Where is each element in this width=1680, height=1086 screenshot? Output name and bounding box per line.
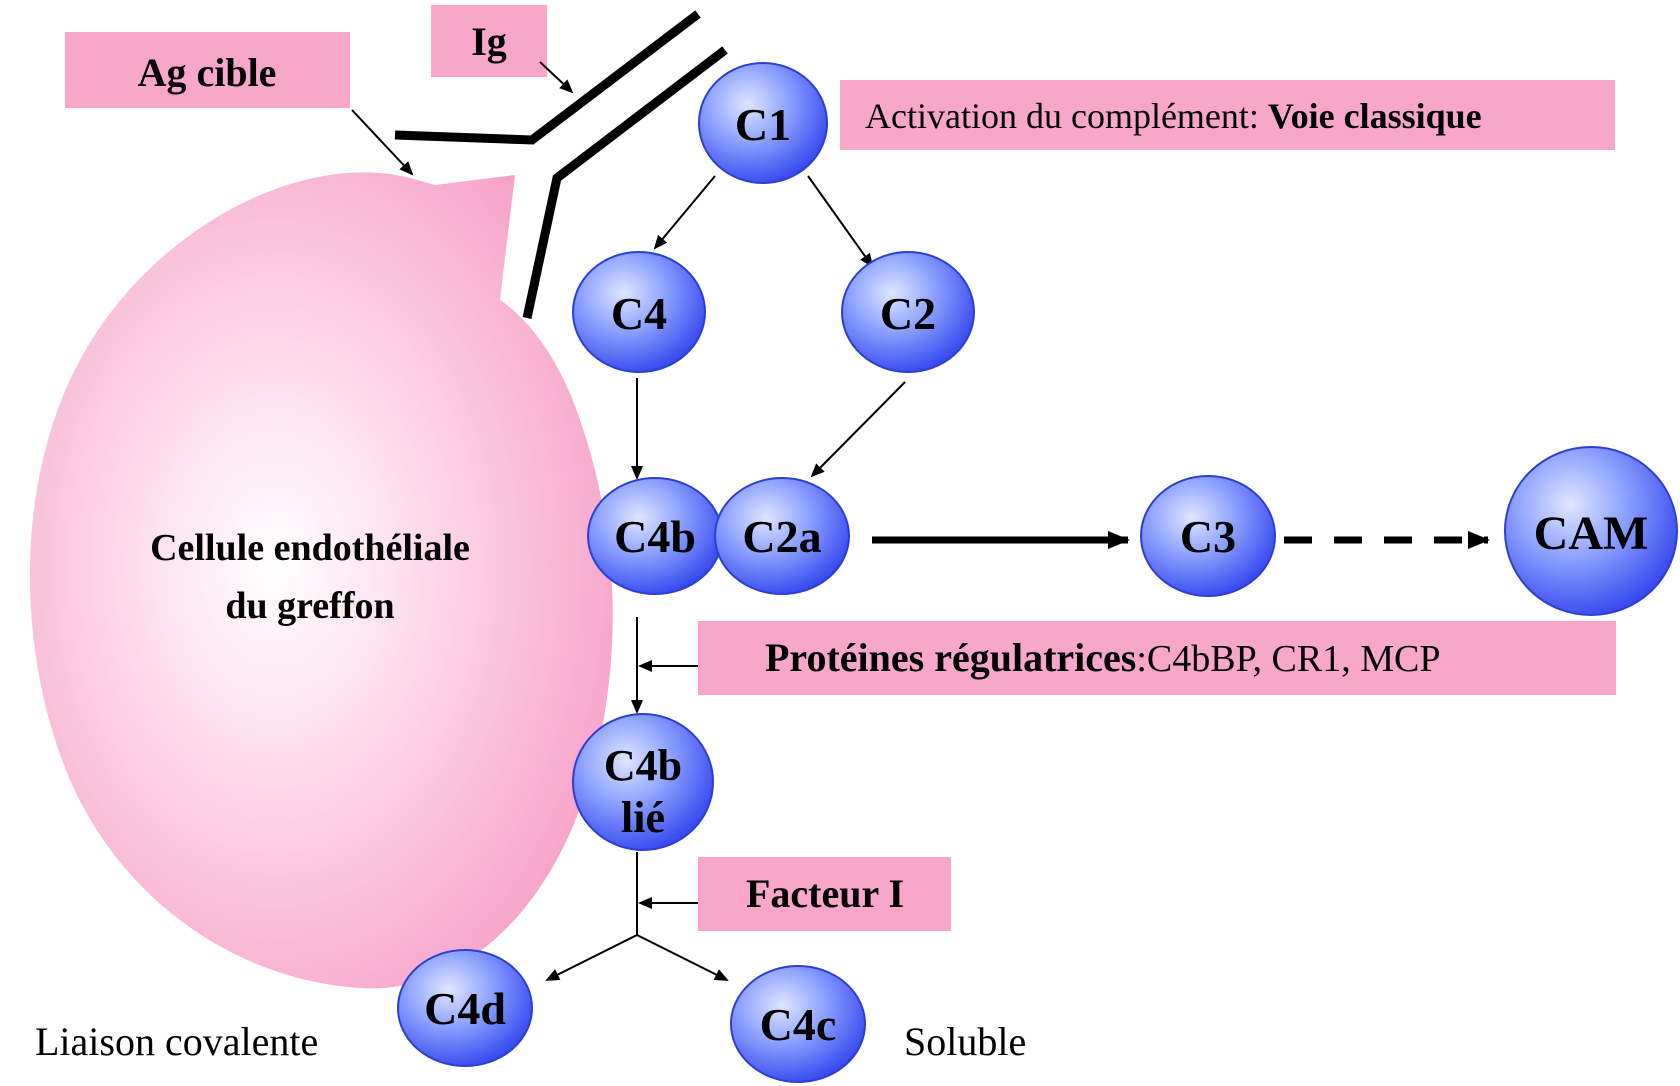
ig-text: Ig [471,19,507,64]
facteur-label: Facteur I [698,857,951,931]
node-c4b-lie-line1: C4b [604,741,682,790]
node-c4b-label: C4b [614,511,696,562]
liaison-label: Liaison covalente [35,1019,318,1064]
arrow-to-c4d [545,934,638,981]
node-c1-label: C1 [735,99,791,150]
node-c4-label: C4 [611,288,667,339]
endothelial-cell: Cellule endothéliale du greffon [29,172,613,989]
ig-arrow [539,61,574,94]
ag-cible-label: Ag cible [65,32,350,108]
activation-bold: Voie classique [1268,96,1482,136]
arrow-c1-c4 [653,175,716,250]
node-cam: CAM [1504,446,1678,616]
proteines-rest: :C4bBP, CR1, MCP [1136,638,1440,680]
ag-cible-text: Ag cible [138,50,277,95]
arrow-to-c4c [636,934,729,981]
node-c3: C3 [1140,475,1276,597]
pathway-arrows [545,175,1490,981]
proteines-bold: Protéines régulatrices [765,635,1136,680]
node-c4b-lie-line2: lié [621,793,665,842]
node-c3-label: C3 [1180,511,1236,562]
node-c1: C1 [698,62,828,184]
arrow-c1-c2 [807,175,874,268]
cell-label-line2: du greffon [225,585,394,627]
node-c2a-label: C2a [742,511,821,562]
immunoglobulin-shape [394,10,728,319]
node-c4b: C4b [587,477,723,595]
ag-cible-arrow [351,109,414,176]
node-c2-label: C2 [880,288,936,339]
activation-prefix: Activation du complément: [865,96,1268,136]
node-c4c-label: C4c [760,999,837,1050]
node-c4b-lie: C4b lié [572,713,714,851]
ig-label: Ig [431,5,547,77]
proteines-text: Protéines régulatrices:C4bBP, CR1, MCP [765,635,1441,680]
node-c4d-label: C4d [424,983,506,1034]
arrow-c2-c2a [810,381,906,478]
node-cam-label: CAM [1534,507,1649,560]
activation-text: Activation du complément: Voie classique [865,96,1482,136]
node-c4c: C4c [730,965,866,1083]
proteines-label: Protéines régulatrices:C4bBP, CR1, MCP [698,621,1616,695]
soluble-label: Soluble [904,1019,1026,1064]
node-c4: C4 [572,251,706,373]
node-c2: C2 [841,251,975,373]
cell-label-line1: Cellule endothéliale [150,527,470,569]
node-c4d: C4d [397,949,533,1067]
node-c2a: C2a [714,477,850,595]
activation-label: Activation du complément: Voie classique [840,80,1615,150]
facteur-text: Facteur I [746,871,904,916]
